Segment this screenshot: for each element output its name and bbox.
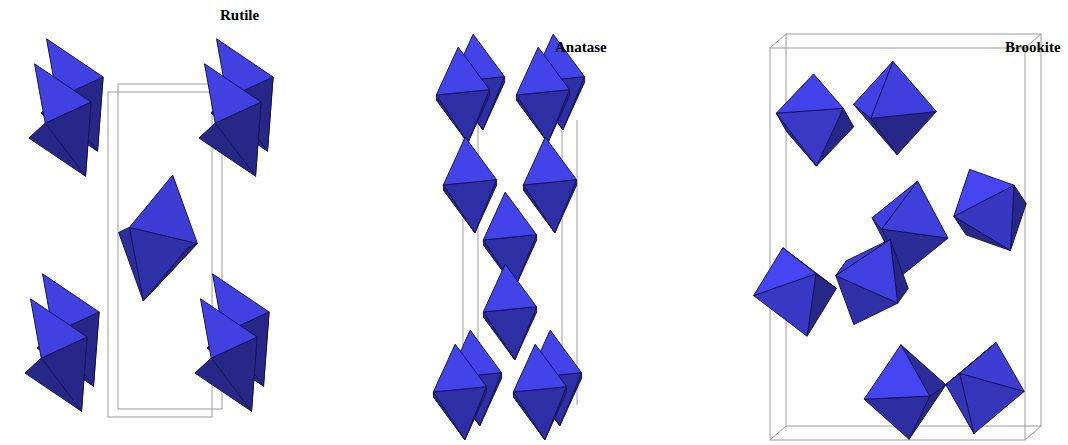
octahedron-face [516,90,569,143]
octahedron-face [872,181,918,229]
octahedron-face [776,74,843,113]
octahedron-face [433,392,465,440]
octahedron-face [836,239,898,303]
octahedron-face [523,180,576,233]
brookite-cell-edge [770,426,786,440]
rutile-cell [108,92,212,417]
anatase-cell-edge [577,120,578,405]
octahedron-face [513,344,566,392]
octahedron-face [433,344,486,392]
octahedron-face [516,95,548,143]
octahedron-face [433,387,486,440]
octahedron-face [513,392,545,440]
octahedron-face [31,299,88,358]
octahedron-face [836,239,890,275]
octahedron-face [854,104,898,154]
octahedron-face [513,387,566,440]
octahedron-face [205,64,262,123]
octahedron-face [129,175,197,243]
octahedron-face [864,345,930,400]
octahedron-face [436,95,468,143]
octahedron-face [35,64,92,123]
structure-label: Anatase [555,40,607,55]
octahedron-face [954,216,1011,250]
octahedron-face [195,358,252,411]
octahedron-face [864,396,930,439]
octahedron-face [119,227,144,301]
octahedron-face [436,47,489,95]
octahedron-face [199,123,256,176]
octahedron-face [436,90,489,143]
octahedron-face [29,123,86,176]
octahedron-face [201,299,258,358]
octahedron-face [754,248,816,296]
octahedron-face [25,358,82,411]
octahedron-face [443,137,496,185]
octahedron-face [960,342,1025,391]
octahedron-face [946,373,974,433]
octahedron-face [854,61,893,118]
structure-label: Rutile [220,8,259,23]
octahedron-face [483,192,536,240]
octahedron-face [483,307,536,360]
structure-label: Brookite [1005,40,1061,55]
octahedron-face [483,312,515,360]
brookite-cell-edge [770,34,786,48]
octahedron-face [143,244,197,301]
octahedron-face [483,264,536,312]
octahedron-face [954,169,1014,216]
octahedron-face [776,108,843,166]
octahedron-face [946,342,996,384]
octahedron-face [443,180,496,233]
brookite-cell-edge [1025,426,1041,440]
brookite-cell [770,48,1025,440]
octahedra [25,34,1026,440]
octahedron-face [776,113,816,166]
unit-cells [108,34,1041,440]
octahedron-face [443,185,475,233]
octahedron-face [523,137,576,185]
